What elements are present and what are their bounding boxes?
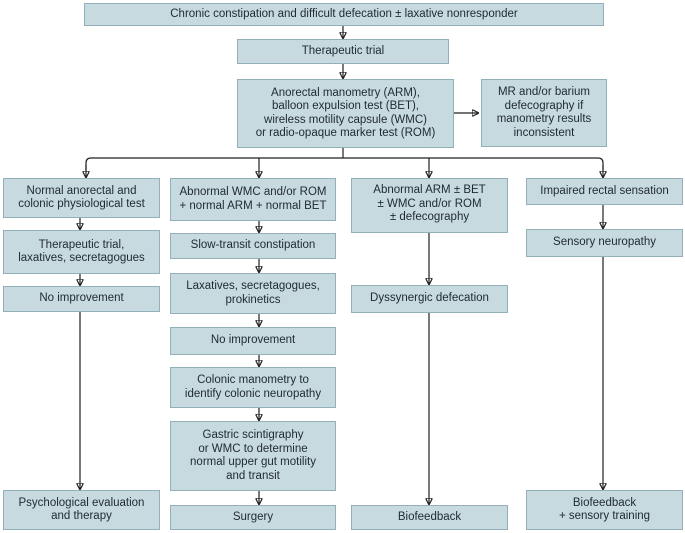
impaired-rectal-sensation-box: Impaired rectal sensation [526,178,683,205]
defecography-box: MR and/or barium defecography if manomet… [481,79,607,147]
surgery-box: Surgery [170,505,336,530]
laxatives-box: Laxatives, secretagogues, prokinetics [170,273,336,314]
branch1-therapeutic-trial-box: Therapeutic trial, laxatives, secretagog… [3,230,160,274]
biofeedback-sensory-training-box: Biofeedback + sensory training [526,490,683,530]
therapeutic-trial-box: Therapeutic trial [237,39,449,64]
dyssynergic-defecation-box: Dyssynergic defecation [351,285,508,313]
psychological-evaluation-box: Psychological evaluation and therapy [3,490,160,530]
normal-tests-box: Normal anorectal and colonic physiologic… [3,178,160,218]
gastric-scintigraphy-box: Gastric scintigraphy or WMC to determine… [170,421,336,491]
branch1-no-improvement-box: No improvement [3,286,160,312]
colonic-manometry-box: Colonic manometry to identify colonic ne… [170,367,336,408]
branch2-no-improvement-box: No improvement [170,327,336,355]
abnormal-wmc-box: Abnormal WMC and/or ROM + normal ARM + n… [170,178,336,221]
slow-transit-box: Slow-transit constipation [170,233,336,259]
biofeedback-box: Biofeedback [351,505,508,530]
diagnostic-tests-box: Anorectal manometry (ARM), balloon expul… [237,79,454,148]
start-box: Chronic constipation and difficult defec… [84,3,604,26]
sensory-neuropathy-box: Sensory neuropathy [526,229,683,257]
abnormal-arm-box: Abnormal ARM ± BET ± WMC and/or ROM ± de… [351,178,508,233]
